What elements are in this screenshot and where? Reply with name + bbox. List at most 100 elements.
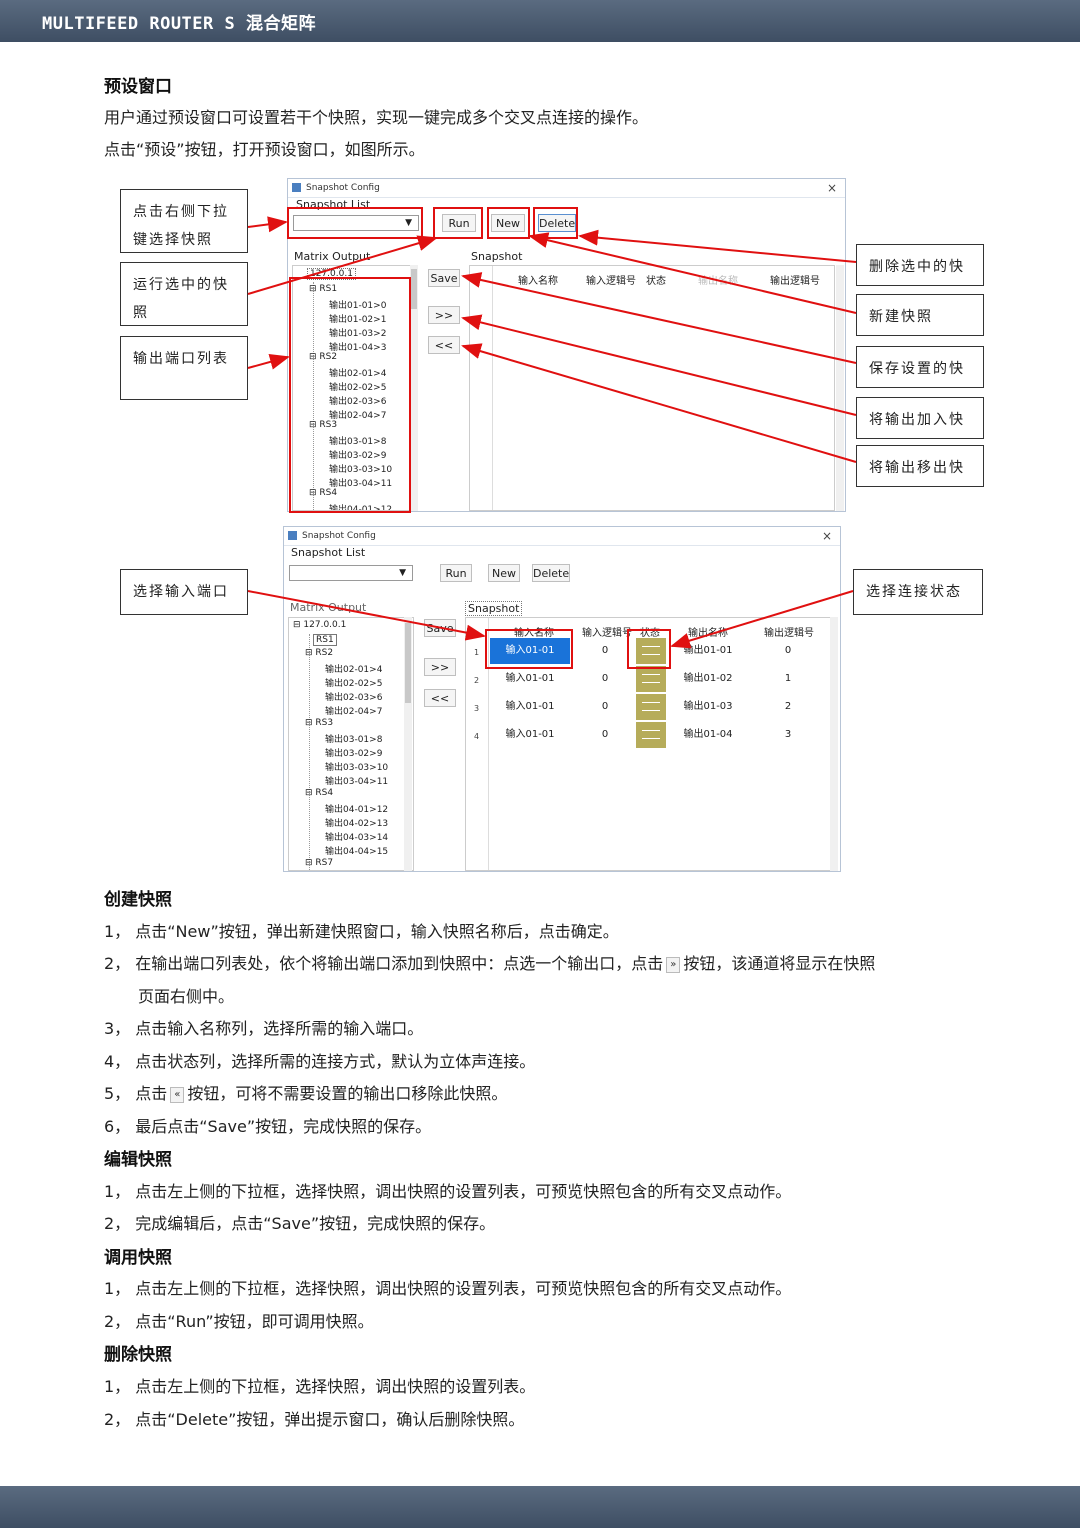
collapse-icon: ⊟ [309,352,320,362]
tree-scrollbar[interactable] [410,265,418,511]
remove-from-snapshot-button[interactable]: << [424,689,456,707]
status-cell[interactable] [636,638,666,664]
tree-item[interactable]: 输出03-02>9 [329,451,387,461]
tree-item[interactable]: 输出03-04>11 [325,777,389,787]
input-name-cell[interactable]: 输入01-01 [490,638,570,664]
snapshot-grid[interactable]: 输入名称 输入逻辑号 状态 输出名称 输出逻辑号 [469,265,835,511]
tree-group-rs3[interactable]: ⊟ RS3 [309,420,338,430]
tree-item[interactable]: 输出03-04>11 [329,479,393,489]
input-name-cell[interactable]: 输入01-01 [505,701,555,712]
create-step-6: 6， 最后点击“Save”按钮，完成快照的保存。 [104,1117,432,1136]
tree-item[interactable]: 输出01-02>1 [329,315,387,325]
tree-item[interactable]: 输出02-02>5 [325,679,383,689]
tree-item[interactable]: 输出03-03>10 [329,465,393,475]
status-cell[interactable] [636,722,666,748]
output-name-cell: 输出01-02 [683,673,733,684]
close-icon[interactable]: × [821,529,832,543]
tree-item[interactable]: 输出04-02>13 [325,819,389,829]
tree-item[interactable]: 输出02-04>7 [329,411,387,421]
close-icon[interactable]: × [826,181,837,195]
tree-item[interactable]: 输出02-01>4 [325,665,383,675]
column-header[interactable]: 输入逻辑号 [586,276,636,287]
new-button[interactable]: New [491,214,525,232]
column-header[interactable]: 输入名称 [514,628,554,639]
page-footer [0,1486,1080,1528]
tree-group-rs1[interactable]: RS1 [313,634,337,646]
status-cell[interactable] [636,694,666,720]
tree-item[interactable]: 输出03-02>9 [325,749,383,759]
matrix-output-tree[interactable]: ⊟ 127.0.0.1 RS1 ⊟ RS2 输出02-01>4 输出02-02>… [288,617,414,871]
note-delete-snapshot: 删除选中的快 [856,244,984,286]
arrow [247,354,290,370]
input-name-cell[interactable]: 输入01-01 [505,729,555,740]
create-step-4: 4， 点击状态列，选择所需的连接方式，默认为立体声连接。 [104,1052,536,1071]
delete-button[interactable]: Delete [538,214,576,232]
arrow [247,216,288,233]
delete-button[interactable]: Delete [532,564,570,582]
input-name-cell[interactable]: 输入01-01 [505,673,555,684]
collapse-icon: ⊟ [309,488,320,498]
tree-group-rs1[interactable]: ⊟ RS1 [309,284,338,294]
column-header[interactable]: 输入名称 [518,276,558,287]
recall-step-2: 2， 点击“Run”按钮，即可调用快照。 [104,1312,374,1331]
column-header[interactable]: 输入逻辑号 [582,628,632,639]
tree-item[interactable]: 输出02-03>6 [329,397,387,407]
tree-item[interactable]: 输出02-02>5 [329,383,387,393]
snapshot-grid[interactable]: 输入名称 输入逻辑号 状态 输出名称 输出逻辑号 1 输入01-01 0 输出0… [465,617,831,871]
tree-item[interactable]: 输出03-01>8 [325,735,383,745]
column-header[interactable]: 输出名称 [688,628,728,639]
arrow [670,590,854,649]
tree-item[interactable]: 输出01-04>3 [329,343,387,353]
output-name-cell: 输出01-01 [683,645,733,656]
create-step-3: 3， 点击输入名称列，选择所需的输入端口。 [104,1019,424,1038]
tree-item[interactable]: 输出03-03>10 [325,763,389,773]
tree-scrollbar[interactable] [404,617,412,871]
tree-root[interactable]: ⊟ 127.0.0.1 [293,620,347,630]
new-button[interactable]: New [488,564,520,582]
snapshot-dropdown[interactable]: ▼ [293,215,419,231]
tree-guide [309,634,310,870]
add-to-snapshot-button[interactable]: >> [424,658,456,676]
tree-item[interactable]: 输出04-01>12 [329,505,393,511]
tree-item[interactable]: 输出02-01>4 [329,369,387,379]
column-header[interactable]: 输出逻辑号 [764,628,814,639]
grid-scrollbar[interactable] [830,617,838,871]
tree-group-rs4[interactable]: ⊟ RS4 [309,488,338,498]
tree-group-rs2[interactable]: ⊟ RS2 [309,352,338,362]
column-header[interactable]: 状态 [640,628,660,639]
collapse-icon: ⊟ [305,718,316,728]
tree-group-rs2[interactable]: ⊟ RS2 [305,648,334,658]
column-header[interactable]: 输出逻辑号 [770,276,820,287]
tree-item[interactable]: 输出01-03>2 [329,329,387,339]
snapshot-dropdown[interactable]: ▼ [289,565,413,581]
highlight-delete [533,207,578,239]
tree-group-rs4[interactable]: ⊟ RS4 [305,788,334,798]
column-header[interactable]: 输出名称 [698,276,738,287]
run-button[interactable]: Run [442,214,476,232]
tree-item[interactable]: 输出04-03>14 [325,833,389,843]
intro-line-2: 点击“预设”按钮，打开预设窗口，如图所示。 [104,140,425,159]
status-cell[interactable] [636,666,666,692]
tree-group-rs3[interactable]: ⊟ RS3 [305,718,334,728]
output-number-cell: 0 [784,645,792,656]
highlight-input-cell [485,629,573,669]
tree-item[interactable]: 输出04-04>15 [325,847,389,857]
add-to-snapshot-button[interactable]: >> [428,306,460,324]
tree-item[interactable]: 输出01-01>0 [329,301,387,311]
tree-group-rs7[interactable]: ⊟ RS7 [305,858,334,868]
column-header[interactable]: 状态 [646,276,666,287]
tree-guide [313,282,314,510]
remove-from-snapshot-button[interactable]: << [428,336,460,354]
row-header-column [470,266,493,510]
save-button[interactable]: Save [428,269,460,287]
note-select-snapshot: 点击右侧下拉键选择快照 [120,189,248,253]
window-titlebar: Snapshot Config × [288,179,845,198]
tree-item[interactable]: 输出04-01>12 [325,805,389,815]
tree-item[interactable]: 输出02-03>6 [325,693,383,703]
matrix-output-tree[interactable]: 127.0.0.1 ⊟ RS1 输出01-01>0 输出01-02>1 输出01… [292,265,418,511]
tree-item[interactable]: 输出02-04>7 [325,707,383,717]
delete-step-1: 1， 点击左上侧的下拉框，选择快照，调出快照的设置列表。 [104,1377,536,1396]
tree-item[interactable]: 输出03-01>8 [329,437,387,447]
run-button[interactable]: Run [440,564,472,582]
grid-scrollbar[interactable] [836,265,844,511]
